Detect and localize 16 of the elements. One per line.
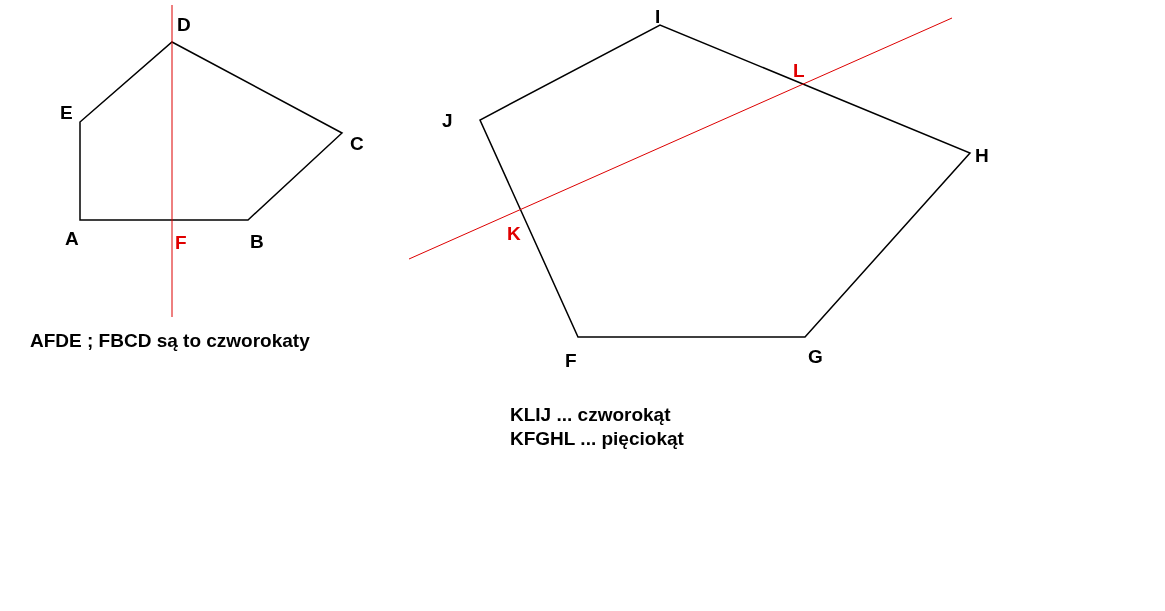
vertex-label: C — [350, 133, 364, 155]
vertex-label: E — [60, 102, 73, 124]
vertex-label: G — [808, 346, 823, 368]
vertex-label: D — [177, 14, 191, 36]
intersection-label: K — [507, 223, 521, 245]
intersection-label: F — [175, 232, 187, 254]
vertex-label: I — [655, 6, 661, 28]
intersection-label: L — [793, 60, 805, 82]
vertex-label: H — [975, 145, 989, 167]
vertex-label: J — [442, 110, 453, 132]
note-text: KLIJ ... czworokąt — [510, 404, 671, 426]
note-text: AFDE ; FBCD są to czworokaty — [30, 330, 310, 352]
note-text: KFGHL ... pięciokąt — [510, 428, 684, 450]
vertex-label: B — [250, 231, 264, 253]
vertex-label: F — [565, 350, 577, 372]
vertex-label: A — [65, 228, 79, 250]
